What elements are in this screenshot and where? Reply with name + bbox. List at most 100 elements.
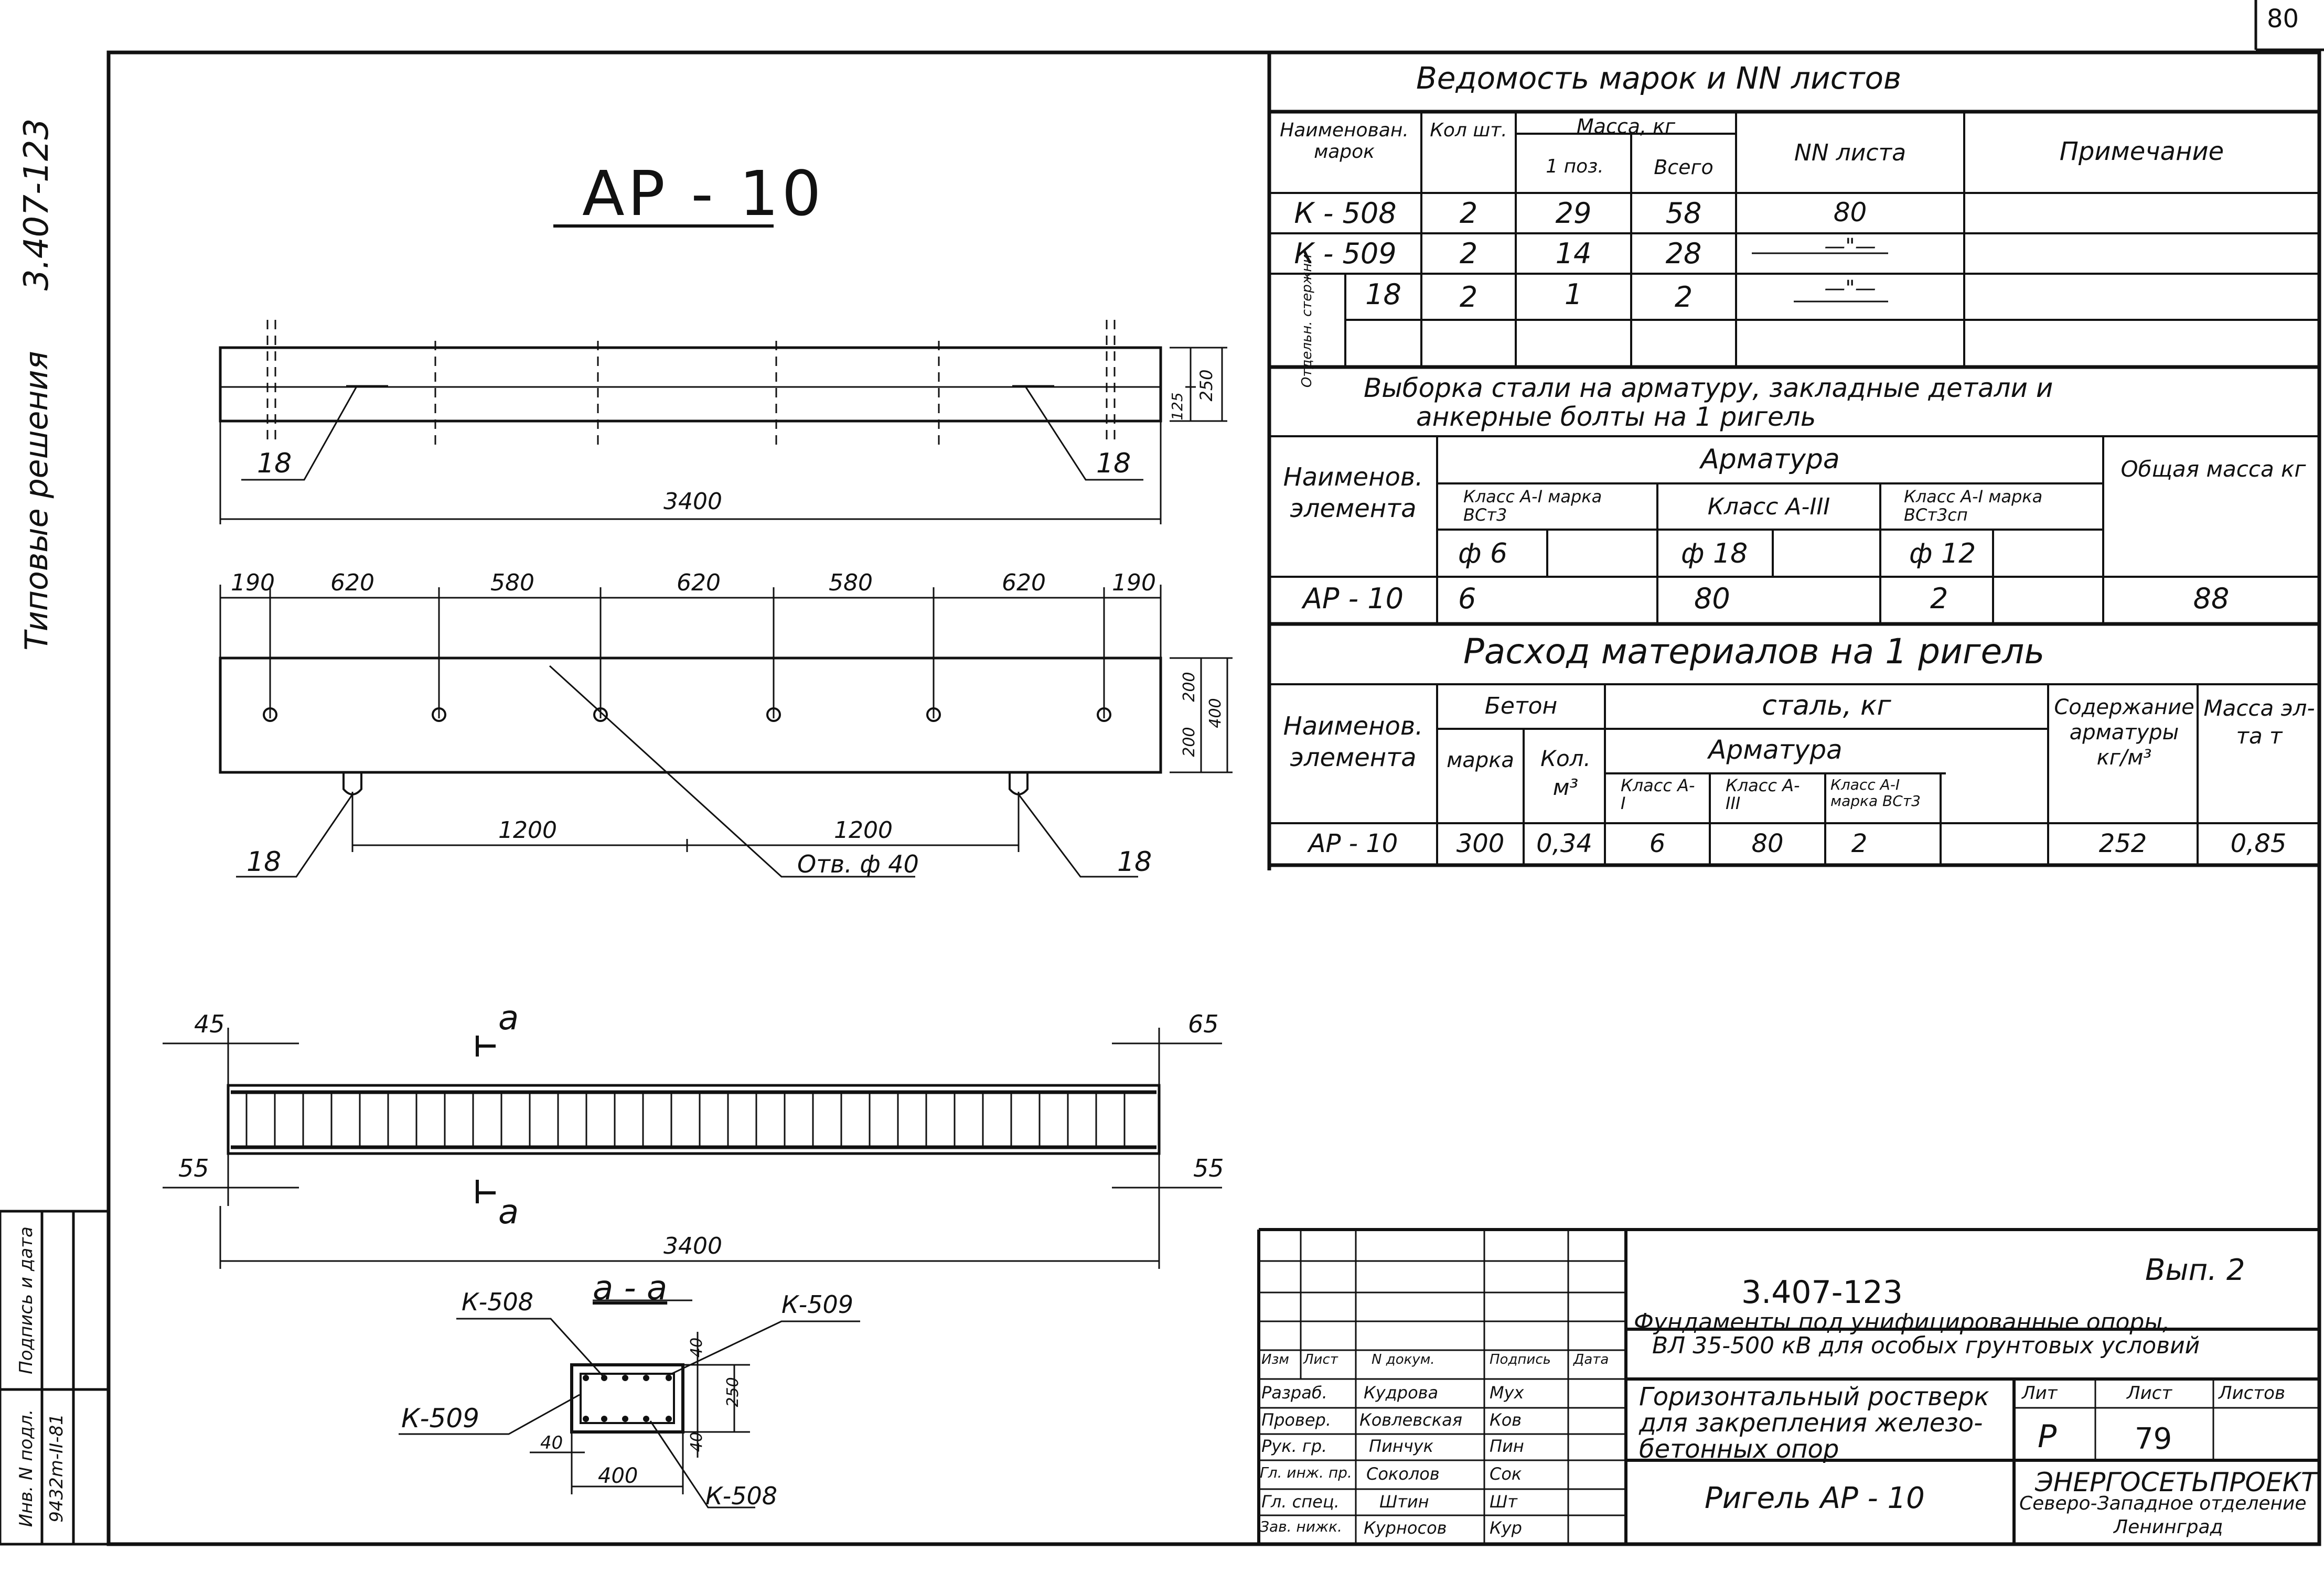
t1-r3-sheet: —"— — [1824, 276, 1876, 300]
stamp-sign-5: Шт — [1490, 1492, 1517, 1512]
v2-spacing-5: 580 — [829, 569, 873, 596]
t2-h-class2: Класс А-III — [1707, 493, 1830, 520]
stamp-org-3: Ленинград — [2114, 1516, 2223, 1538]
table3-title: Расход материалов на 1 ригель — [1463, 631, 2045, 672]
v2-h-top: 200 — [1180, 672, 1198, 702]
t2-r-total: 88 — [2193, 582, 2230, 615]
v3-right-top: 65 — [1188, 1010, 1219, 1038]
stamp-desc-2: для закрепления железо- — [1639, 1408, 1983, 1438]
t2-r-v2: 80 — [1694, 582, 1730, 615]
stamp-project-1: Фундаменты под унифицированные опоры, — [1634, 1309, 2170, 1335]
section-k508-top: К-508 — [462, 1288, 534, 1316]
v1-h-total: 250 — [1196, 369, 1216, 402]
stamp-name-3: Пинчук — [1369, 1436, 1433, 1456]
t3-h-class1: Класс А-I — [1621, 775, 1695, 813]
t1-r2-sheet: —"— — [1824, 234, 1876, 258]
stamp-col-list: Лист — [1303, 1352, 1338, 1367]
drawing-title: АР - 10 — [582, 157, 824, 230]
v2-dim-1200-a: 1200 — [498, 817, 557, 844]
t1-r1-all: 58 — [1665, 197, 1702, 230]
t2-h-class3: Класс А-I марка ВСт3сп — [1904, 487, 2043, 525]
t2-h-name: Наименов. элемента — [1283, 462, 1423, 523]
t1-h-note: Примечание — [2059, 137, 2224, 166]
t1-h-name: Наименован. марок — [1280, 120, 1409, 163]
t1-side-label: Отдельн. стержни — [1299, 254, 1315, 388]
v3-left-bottom: 55 — [178, 1154, 209, 1182]
stamp-col-date: Дата — [1573, 1352, 1609, 1367]
v3-length: 3400 — [663, 1233, 722, 1259]
t1-h-mass: Масса, кг — [1576, 115, 1676, 138]
stamp-code: 3.407-123 — [1741, 1274, 1903, 1311]
stamp-sheet-header: Лист — [2127, 1383, 2172, 1404]
sheet-number: 80 — [2267, 4, 2299, 34]
table2-title-1: Выборка стали на арматуру, закладные дет… — [1364, 373, 2053, 403]
section-height: 250 — [724, 1377, 742, 1407]
stamp-col-sign: Подпись — [1490, 1352, 1551, 1367]
t1-r1-one: 29 — [1555, 197, 1592, 230]
t3-r-c1: 6 — [1649, 829, 1666, 858]
stamp-role-6: Зав. нижк. — [1260, 1518, 1342, 1535]
t1-h-sheet: NN листа — [1794, 139, 1907, 166]
stamp-sign-3: Пин — [1490, 1436, 1524, 1456]
t3-h-name: Наименов. элемента — [1283, 712, 1423, 772]
stamp-role-2: Провер. — [1261, 1410, 1331, 1430]
t2-r-v1: 6 — [1458, 582, 1476, 615]
v2-spacing-4: 620 — [677, 569, 721, 596]
t2-r-v3: 2 — [1930, 582, 1948, 615]
stamp-name-5: Штин — [1379, 1492, 1429, 1512]
stamp-sign-6: Кур — [1490, 1518, 1522, 1538]
v2-dim-1200-b: 1200 — [834, 817, 893, 844]
stamp-lit: Р — [2038, 1418, 2057, 1455]
stamp-role-3: Рук. гр. — [1261, 1436, 1327, 1456]
t3-h-steel: сталь, кг — [1762, 690, 1891, 721]
stamp-col-doc: N докум. — [1372, 1352, 1435, 1367]
t1-r2-all: 28 — [1665, 237, 1702, 270]
stamp-sign-2: Ков — [1490, 1410, 1522, 1430]
t1-r3-name: 18 — [1365, 278, 1401, 311]
v2-h-bottom: 200 — [1180, 727, 1198, 757]
t1-r1-sheet: 80 — [1833, 197, 1867, 228]
side-series-code: 3.407-123 — [17, 118, 56, 291]
t1-h-qty: Кол шт. — [1430, 120, 1507, 141]
stamp-org-1: ЭНЕРГОСЕТЬПРОЕКТ — [2035, 1467, 2317, 1497]
v3-section-mark-top: а — [498, 999, 519, 1038]
side-sign-date-label: Подпись и дата — [16, 1226, 37, 1374]
v2-hole-label: Отв. ф 40 — [797, 850, 919, 878]
t3-r-c2: 80 — [1751, 829, 1784, 858]
section-k509-left: К-509 — [401, 1403, 479, 1434]
stamp-element: Ригель АР - 10 — [1705, 1481, 1925, 1515]
section-k509-top: К-509 — [781, 1290, 854, 1319]
stamp-role-5: Гл. спец. — [1261, 1492, 1340, 1512]
t2-h-class1: Класс А-I марка ВСт3 — [1463, 487, 1602, 525]
table1-title: Ведомость марок и NN листов — [1416, 60, 1902, 96]
stamp-name-2: Ковлевская — [1359, 1410, 1462, 1430]
side-inv-no-value: 9432m-II-81 — [46, 1414, 67, 1523]
t3-h-content: Содержание арматуры кг/м³ — [2054, 695, 2194, 770]
t2-r-name: АР - 10 — [1302, 582, 1404, 615]
stamp-desc-3: бетонных опор — [1639, 1435, 1839, 1464]
v2-mark-left: 18 — [247, 846, 282, 878]
section-cover-left: 40 — [540, 1432, 563, 1453]
t2-h-total: Общая масса кг — [2120, 456, 2306, 482]
stamp-issue: Вып. 2 — [2145, 1253, 2245, 1287]
t1-r3-qty: 2 — [1459, 281, 1478, 314]
stamp-name-6: Курносов — [1364, 1518, 1447, 1538]
section-title: а - а — [593, 1269, 668, 1308]
stamp-name-4: Соколов — [1366, 1464, 1440, 1484]
stamp-sheets-header: Листов — [2219, 1383, 2286, 1404]
table2-title-2: анкерные болты на 1 ригель — [1416, 402, 1816, 432]
t3-r-name: АР - 10 — [1308, 829, 1398, 858]
t3-h-class2: Класс А-III — [1726, 775, 1800, 813]
v2-spacing-2: 620 — [330, 569, 374, 596]
t2-h-d2: ф 18 — [1681, 538, 1748, 569]
t3-h-mass: Масса эл-та т — [2203, 695, 2315, 749]
v2-spacing-1: 190 — [231, 569, 275, 596]
t3-r-vol: 0,34 — [1536, 829, 1592, 858]
stamp-name-1: Кудрова — [1364, 1383, 1439, 1403]
stamp-project-2: ВЛ 35-500 кВ для особых грунтовых услови… — [1652, 1332, 2200, 1359]
t3-r-mass: 0,85 — [2230, 829, 2287, 858]
v2-spacing-3: 580 — [490, 569, 534, 596]
stamp-org-2: Северо-Западное отделение — [2019, 1493, 2307, 1514]
t1-r1-name: К - 508 — [1294, 197, 1397, 230]
